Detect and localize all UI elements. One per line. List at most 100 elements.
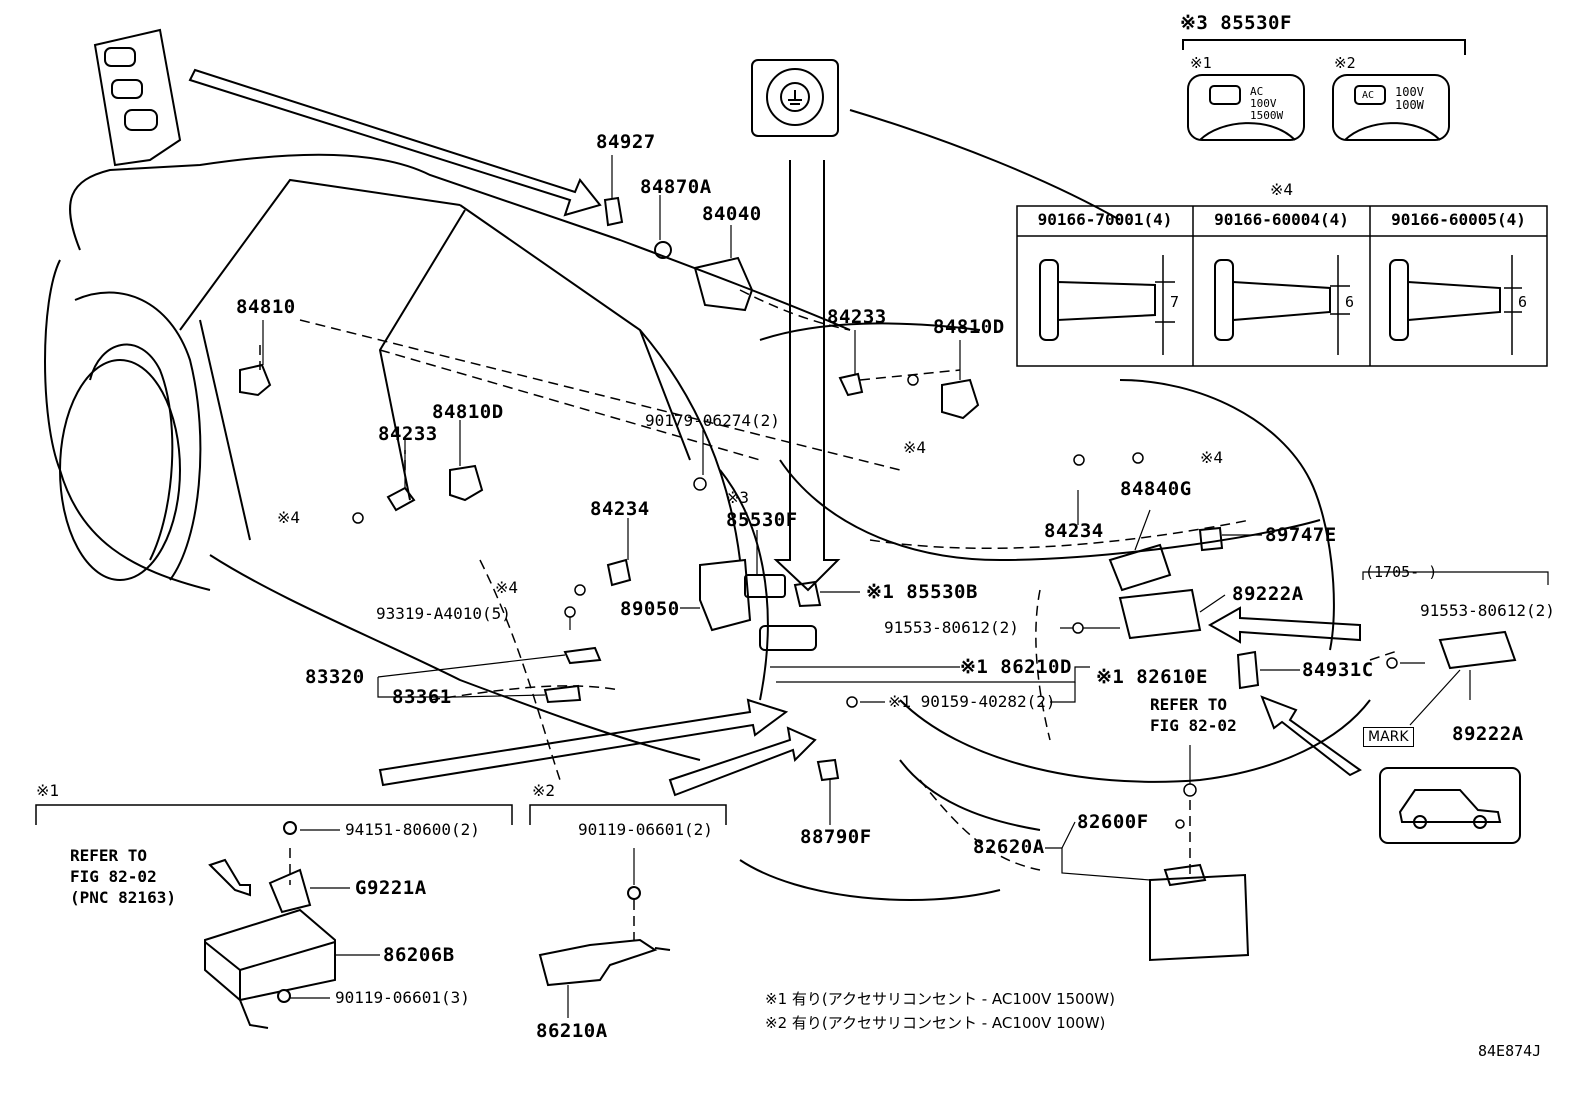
part-88790F-shape <box>816 758 840 782</box>
refer-to-label: REFER TO <box>1150 695 1228 714</box>
callout-86210D: ※1 86210D <box>960 656 1072 678</box>
callout-84810: 84810 <box>236 296 296 318</box>
part-84810D-shape <box>449 464 484 502</box>
box2-tag: ※2 <box>532 781 556 800</box>
callout-82620A: 82620A <box>973 836 1045 858</box>
part-84234a-shape <box>606 558 632 587</box>
screw-table <box>1016 205 1548 367</box>
part-84810-shape <box>239 363 272 397</box>
part-84927-shape <box>603 196 624 227</box>
callout-84810D-upper: 84810D <box>933 316 1005 338</box>
part-83361-shape <box>543 684 582 704</box>
part-84233a-shape <box>386 486 416 512</box>
callout-84234-right: 84234 <box>1044 520 1104 542</box>
outlet-100w-text: 100V 100W <box>1395 85 1424 113</box>
callout-91553-right: 91553-80612(2) <box>1420 601 1555 620</box>
callout-89747E: 89747E <box>1265 524 1337 546</box>
box2-86210A: 86210A <box>536 1020 608 1042</box>
callout-85530F: 85530F <box>726 509 798 531</box>
mark-label: MARK <box>1363 727 1414 747</box>
callout-84233-upper: 84233 <box>827 306 887 328</box>
part-83320-shape <box>563 646 602 665</box>
callout-89050: 89050 <box>620 598 680 620</box>
arrow-lower <box>378 698 789 787</box>
part-84931C-shape <box>1236 650 1260 690</box>
part-84810D-b-shape <box>941 378 980 420</box>
callout-89222A: 89222A <box>1232 583 1304 605</box>
callout-89222A-right: 89222A <box>1452 723 1524 745</box>
star4-right: ※4 <box>1200 448 1224 467</box>
part-G9221A-shape <box>268 868 312 914</box>
box1-90119: 90119-06601(3) <box>335 988 470 1007</box>
star4-left: ※4 <box>277 508 301 527</box>
callout-84040: 84040 <box>702 203 762 225</box>
callout-82600F: 82600F <box>1077 811 1149 833</box>
callout-83320: 83320 <box>305 666 365 688</box>
callout-84234-left: 84234 <box>590 498 650 520</box>
rear-car-inset <box>1379 767 1521 844</box>
part-84233b-shape <box>838 372 864 397</box>
outlet-100w-inset <box>1332 74 1450 141</box>
part-89747E-shape <box>1198 526 1224 552</box>
part-84870A-shape <box>654 241 672 259</box>
box1-refer-to: REFER TO <box>70 846 148 865</box>
box1-tag: ※1 <box>36 781 60 800</box>
callout-84840G: 84840G <box>1120 478 1192 500</box>
box1-86206B: 86206B <box>383 944 455 966</box>
part-86210A-shape <box>538 938 658 987</box>
footnote-2: ※2 有り(アクセサリコンセント - AC100V 100W) <box>765 1014 1106 1032</box>
box2-90119: 90119-06601(2) <box>578 820 713 839</box>
part-86210D-shape <box>759 625 817 651</box>
part-86206B-shape <box>204 908 336 1002</box>
part-84040-shape <box>693 256 754 312</box>
part-85530F-shape <box>744 574 786 598</box>
arrow-right2 <box>1260 695 1362 777</box>
screw-col-3: 90166-60005(4) <box>1391 210 1526 229</box>
callout-90179: 90179-06274(2) <box>645 411 780 430</box>
callout-93319: 93319-A4010(5) <box>376 604 511 623</box>
callout-88790F: 88790F <box>800 826 872 848</box>
mirror-switch-inset <box>93 28 182 167</box>
screw-dim-2: 6 <box>1345 293 1355 311</box>
arrow-top <box>188 68 602 217</box>
arrow-lower2 <box>668 726 817 797</box>
part-89222Ab-shape <box>1438 630 1517 670</box>
box1-bracket <box>35 804 513 825</box>
part-89050-shape <box>699 558 752 632</box>
arrow-center <box>773 160 841 592</box>
star4-mid: ※4 <box>495 578 519 597</box>
part-84840G-shape <box>1108 543 1172 592</box>
callout-90159: ※1 90159-40282(2) <box>888 692 1056 711</box>
car-front-outline <box>69 153 851 331</box>
box1-refer-pnc: (PNC 82163) <box>70 888 176 907</box>
outlet-1500w-text: AC 100V 1500W <box>1250 85 1284 123</box>
ground-knob-inset <box>751 59 839 137</box>
callout-84810D-lower: 84810D <box>432 401 504 423</box>
callout-84927: 84927 <box>596 131 656 153</box>
battery-shape <box>1149 873 1250 962</box>
callout-84931C: 84931C <box>1302 659 1374 681</box>
callout-85530B: ※1 85530B <box>866 581 978 603</box>
part-85530B-shape <box>793 580 822 608</box>
refer-fig-label: FIG 82-02 <box>1150 716 1237 735</box>
callout-91553: 91553-80612(2) <box>884 618 1019 637</box>
footnote-1: ※1 有り(アクセサリコンセント - AC100V 1500W) <box>765 990 1115 1008</box>
option2-tag: ※2 <box>1334 54 1356 72</box>
front-wheel <box>59 359 181 581</box>
option-title: ※3 85530F <box>1180 12 1292 34</box>
screw-table-tag: ※4 <box>1270 180 1294 199</box>
callout-84233-lower: 84233 <box>378 423 438 445</box>
screw-col-1: 90166-70001(4) <box>1037 210 1173 229</box>
callout-85530F-tag: ※3 <box>726 488 750 507</box>
outlet-1500w-inset <box>1187 74 1305 141</box>
sub-date-range: (1705- ) <box>1365 563 1438 581</box>
screw-dim-3: 6 <box>1518 293 1528 311</box>
callout-83361: 83361 <box>392 686 452 708</box>
screw-col-2: 90166-60004(4) <box>1214 210 1349 229</box>
part-89222A-shape <box>1118 588 1202 640</box>
box1-94151: 94151-80600(2) <box>345 820 480 839</box>
outlet-100w-ac: AC <box>1362 90 1375 101</box>
box2-bracket <box>529 804 727 825</box>
box1-G9221A: G9221A <box>355 877 427 899</box>
